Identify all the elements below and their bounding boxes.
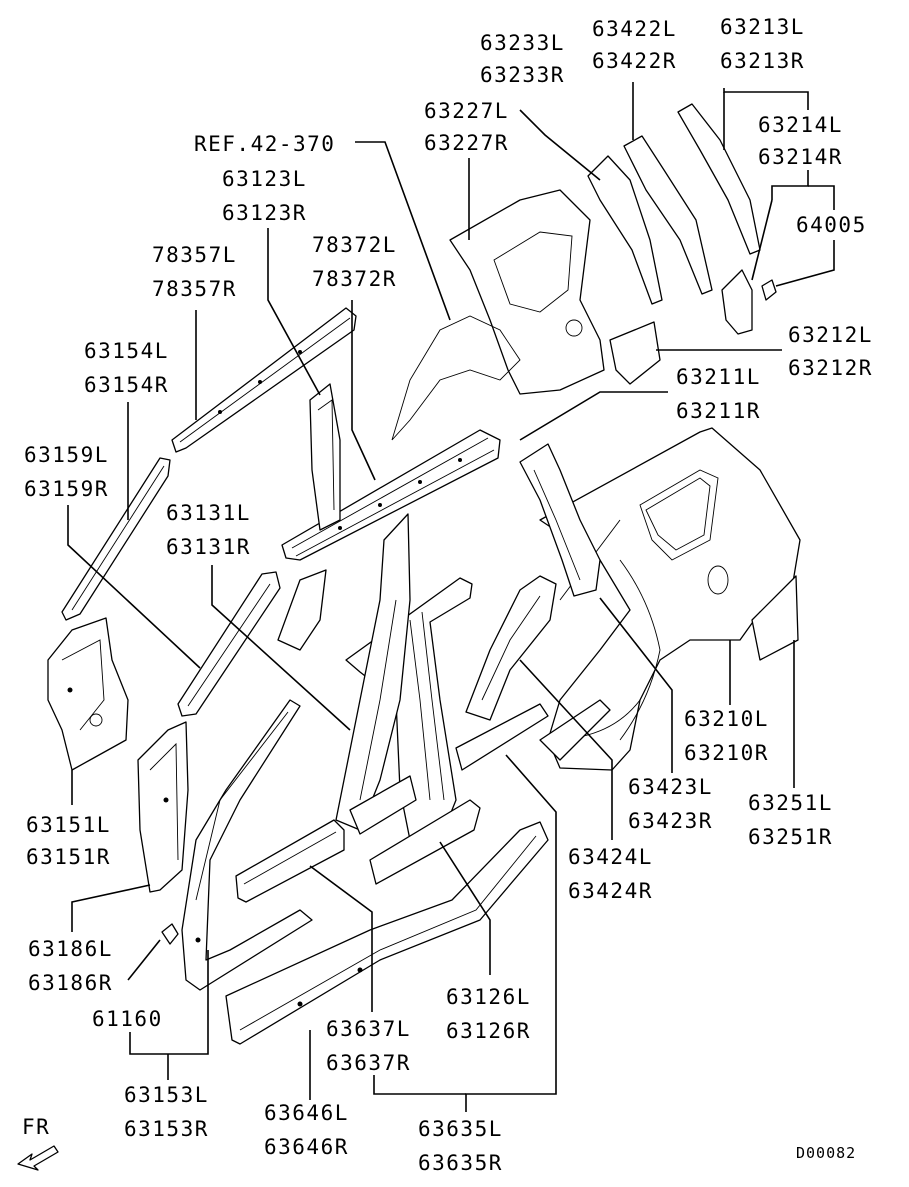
callout-63227L: 63227L — [424, 99, 509, 123]
callout-63213L: 63213L — [720, 15, 805, 39]
callout-78357L: 78357L — [152, 243, 237, 267]
part-63423 — [539, 699, 611, 761]
part-63251 — [751, 575, 799, 661]
callout-63123R: 63123R — [222, 201, 307, 225]
part-63233 — [587, 155, 663, 305]
part-front-pillar-lower — [47, 617, 129, 771]
callout-63186L: 63186L — [28, 937, 113, 961]
part-side-sill-outer — [225, 821, 549, 1045]
callout-63159R: 63159R — [24, 477, 109, 501]
callout-63186R: 63186R — [28, 971, 113, 995]
part-wheelhouse-reference — [391, 315, 521, 441]
callout-63154R: 63154R — [84, 373, 169, 397]
callout-63233L: 63233L — [480, 31, 565, 55]
callout-63159L: 63159L — [24, 443, 109, 467]
callout-63423R: 63423R — [628, 809, 713, 833]
part-front-pillar-upper — [61, 457, 171, 621]
callout-63635L: 63635L — [418, 1117, 503, 1141]
part-roof-rail-center — [281, 429, 501, 561]
callout-63126R: 63126R — [446, 1019, 531, 1043]
part-63214 — [721, 269, 753, 335]
callout-63635R: 63635R — [418, 1151, 503, 1175]
callout-63151R: 63151R — [26, 845, 111, 869]
callout-63646L: 63646L — [264, 1101, 349, 1125]
callout-63424R: 63424R — [568, 879, 653, 903]
part-rear-pillar-upper — [519, 443, 601, 597]
callout-63251L: 63251L — [748, 791, 833, 815]
leader-lines — [67, 82, 835, 1112]
callout-63233R: 63233R — [480, 63, 565, 87]
part-sill-reinforcement — [349, 703, 549, 835]
callout-63214R: 63214R — [758, 145, 843, 169]
part-rear-quarter-panel — [539, 427, 801, 771]
callout-78372L: 78372L — [312, 233, 397, 257]
part-pillar-reinforcement-b — [277, 569, 327, 651]
callout-63123L: 63123L — [222, 167, 307, 191]
callout-63212R: 63212R — [788, 356, 873, 380]
callout-labels: 63233L 63233R 63422L 63422R 63213L 63213… — [22, 15, 873, 1175]
part-roof-rail-upper — [171, 307, 357, 453]
callout-63211R: 63211R — [676, 399, 761, 423]
callout-63153L: 63153L — [124, 1083, 209, 1107]
callout-63637L: 63637L — [326, 1017, 411, 1041]
callout-61160: 61160 — [92, 1007, 163, 1031]
part-63212 — [609, 321, 661, 385]
callout-63646R: 63646R — [264, 1135, 349, 1159]
callout-63211L: 63211L — [676, 365, 761, 389]
part-pillar-63123 — [309, 383, 341, 531]
part-front-pillar-inner — [137, 721, 189, 893]
callout-63424L: 63424L — [568, 845, 653, 869]
front-direction-arrow-icon — [17, 1145, 59, 1171]
part-rear-side-inner — [449, 189, 605, 395]
callout-63153R: 63153R — [124, 1117, 209, 1141]
part-63422 — [623, 135, 713, 295]
callout-63212L: 63212L — [788, 323, 873, 347]
callout-78357R: 78357R — [152, 277, 237, 301]
part-pillar-reinforcement-a — [177, 571, 281, 717]
callout-63227R: 63227R — [424, 131, 509, 155]
diagram-id: D00082 — [796, 1144, 856, 1162]
callout-63423L: 63423L — [628, 775, 713, 799]
callout-63126L: 63126L — [446, 985, 531, 1009]
callout-63637R: 63637R — [326, 1051, 411, 1075]
callout-78372R: 78372R — [312, 267, 397, 291]
part-63646 — [369, 799, 481, 885]
callout-64005: 64005 — [796, 213, 867, 237]
callout-63154L: 63154L — [84, 339, 169, 363]
part-side-sill-inner — [235, 819, 345, 903]
reference-label: REF.42-370 — [194, 132, 335, 156]
part-front-pillar-outer — [181, 699, 313, 991]
callout-63210R: 63210R — [684, 741, 769, 765]
callout-63131R: 63131R — [166, 535, 251, 559]
callout-63251R: 63251R — [748, 825, 833, 849]
callout-63151L: 63151L — [26, 813, 111, 837]
part-64005 — [761, 279, 777, 301]
part-small-bracket — [161, 923, 179, 945]
callout-63422R: 63422R — [592, 49, 677, 73]
callout-63213R: 63213R — [720, 49, 805, 73]
callout-63210L: 63210L — [684, 707, 769, 731]
callout-63131L: 63131L — [166, 501, 251, 525]
part-rear-inner-pillar — [465, 575, 557, 721]
callout-63214L: 63214L — [758, 113, 843, 137]
front-direction-label: FR — [22, 1115, 50, 1139]
callout-63422L: 63422L — [592, 17, 677, 41]
